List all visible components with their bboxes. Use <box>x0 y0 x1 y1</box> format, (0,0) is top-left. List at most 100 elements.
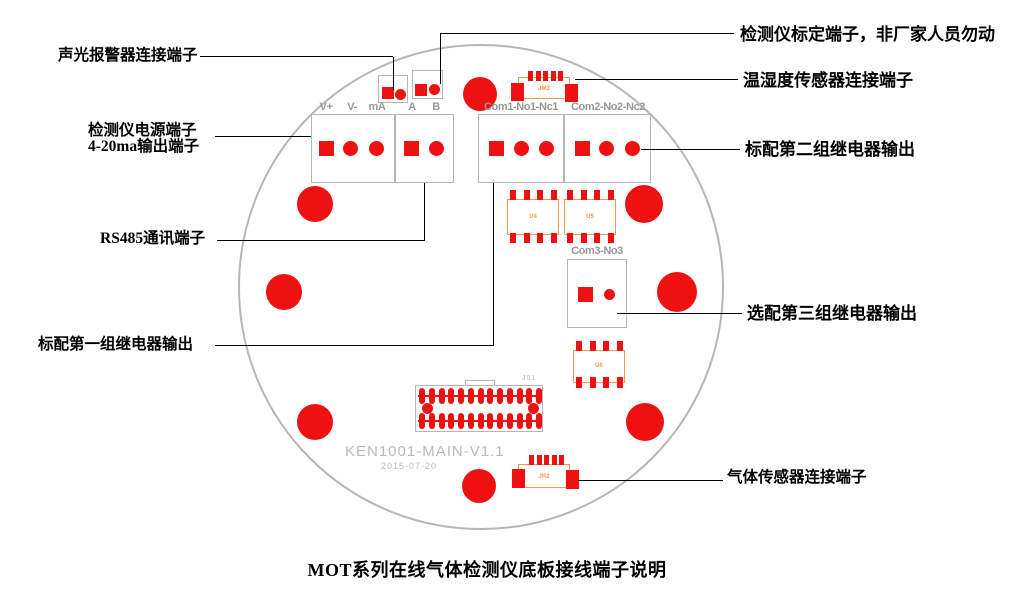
u4-outline <box>507 199 559 235</box>
relay2-pad-no <box>599 141 614 156</box>
callout-label-humidity: 温湿度传感器连接端子 <box>743 71 913 90</box>
callout-line-rs485 <box>217 240 424 241</box>
connector-pin <box>497 388 503 404</box>
jm3-pad-right <box>565 84 578 102</box>
connector-pin <box>458 413 464 429</box>
callout-label-power: 检测仪电源端子 4-20ma输出端子 <box>88 122 200 156</box>
relay1-terminal-block <box>478 114 564 183</box>
connector-pin <box>419 388 425 404</box>
connector-pin <box>603 377 610 388</box>
connector-pin <box>419 413 425 429</box>
connector-pin <box>487 413 494 429</box>
callout-line-alarm <box>200 56 393 57</box>
connector-pin <box>536 455 542 465</box>
jm3-ref-label: JM3 <box>538 86 550 92</box>
connector-pin <box>529 455 534 465</box>
connector-pin <box>537 190 544 200</box>
connector-pin <box>551 455 557 465</box>
mounting-hole <box>626 403 664 441</box>
jr2-pad-left <box>512 469 525 488</box>
j01-tab <box>465 380 495 386</box>
terminal-label-com2: Com2-No2-Nc2 <box>570 101 646 113</box>
connector-pin <box>537 233 544 243</box>
connector-pin <box>510 233 516 243</box>
pcb-board-outline <box>238 44 724 530</box>
connector-pin <box>551 233 558 243</box>
mounting-hole <box>266 274 302 310</box>
callout-label-alarm: 声光报警器连接端子 <box>58 47 198 64</box>
j01-round-pad <box>422 403 433 414</box>
callout-line-humidity <box>575 79 738 80</box>
diagram-caption: MOT系列在线气体检测仪底板接线端子说明 <box>307 560 667 580</box>
connector-pin <box>448 413 455 429</box>
connector-pin <box>551 190 558 200</box>
connector-pin <box>594 233 601 243</box>
terminal-label-a: A <box>408 101 416 113</box>
connector-pin <box>535 71 541 81</box>
callout-line-calibration <box>440 33 734 34</box>
connector-pin <box>589 377 596 388</box>
connector-pin <box>438 413 445 429</box>
mounting-hole <box>463 77 497 111</box>
terminal-label-b: B <box>432 101 440 113</box>
connector-pin <box>428 388 435 404</box>
terminal-label-vplus: V+ <box>319 101 333 113</box>
terminal-label-vminus: V- <box>347 101 357 113</box>
mounting-hole <box>297 186 333 222</box>
mounting-hole <box>297 404 333 440</box>
callout-line-gas <box>578 480 723 481</box>
connector-pin <box>516 413 523 429</box>
connector-pin <box>506 388 513 404</box>
connector-pin <box>497 413 503 429</box>
board-silkscreen-name: KEN1001-MAIN-V1.1 <box>345 443 505 460</box>
connector-pin <box>608 233 615 243</box>
callout-line-relay3 <box>617 313 742 314</box>
callout-label-relay2: 标配第二组继电器输出 <box>745 140 915 159</box>
connector-pin <box>589 341 596 351</box>
connector-pin <box>528 71 533 81</box>
relay2-pad-com <box>575 141 590 156</box>
power-terminal-block <box>311 114 395 183</box>
callout-label-power-line1: 检测仪电源端子 <box>88 122 197 139</box>
connector-pin <box>477 388 484 404</box>
callout-line-power <box>215 136 311 137</box>
terminal-label-com3: Com3-No3 <box>571 245 623 257</box>
callout-label-power-line2: 4-20ma输出端子 <box>88 138 200 156</box>
calibration-connector-pad <box>429 84 440 95</box>
connector-pin <box>516 388 523 404</box>
terminal-pad-b <box>429 141 444 156</box>
jr2-pad-right <box>566 470 579 489</box>
connector-pin <box>506 413 513 429</box>
connector-pin <box>544 455 549 465</box>
connector-pin <box>617 341 624 351</box>
jr2-ref-label: JR2 <box>538 474 550 480</box>
connector-pin <box>536 388 542 404</box>
connector-pin <box>523 190 530 200</box>
relay3-terminal-block <box>567 259 627 328</box>
calibration-connector-pad <box>415 84 427 96</box>
terminal-label-com1: Com1-No1-Nc1 <box>483 101 559 113</box>
u5-outline <box>564 199 616 235</box>
callout-line-rs485 <box>424 183 425 241</box>
callout-label-relay1: 标配第一组继电器输出 <box>38 336 194 353</box>
u6-outline <box>573 350 625 383</box>
j01-ref-label: J01 <box>522 375 537 382</box>
callout-line-alarm <box>393 57 394 90</box>
u6-ref-label: U6 <box>595 363 603 369</box>
connector-pin <box>448 388 455 404</box>
callout-line-relay1 <box>493 183 494 346</box>
connector-pin <box>477 413 484 429</box>
connector-pin <box>594 190 601 200</box>
connector-pin <box>467 413 474 429</box>
connector-pin <box>567 233 573 243</box>
connector-pin <box>576 377 582 388</box>
relay1-pad-com <box>489 141 504 156</box>
board-silkscreen-date: 2015-07-20 <box>381 461 438 471</box>
mounting-hole <box>657 272 697 312</box>
connector-pin <box>558 71 563 81</box>
connector-pin <box>526 388 533 404</box>
jm3-pad-left <box>511 83 524 101</box>
connector-pin <box>438 388 445 404</box>
u4-ref-label: U4 <box>529 214 537 220</box>
connector-pin <box>603 341 610 351</box>
